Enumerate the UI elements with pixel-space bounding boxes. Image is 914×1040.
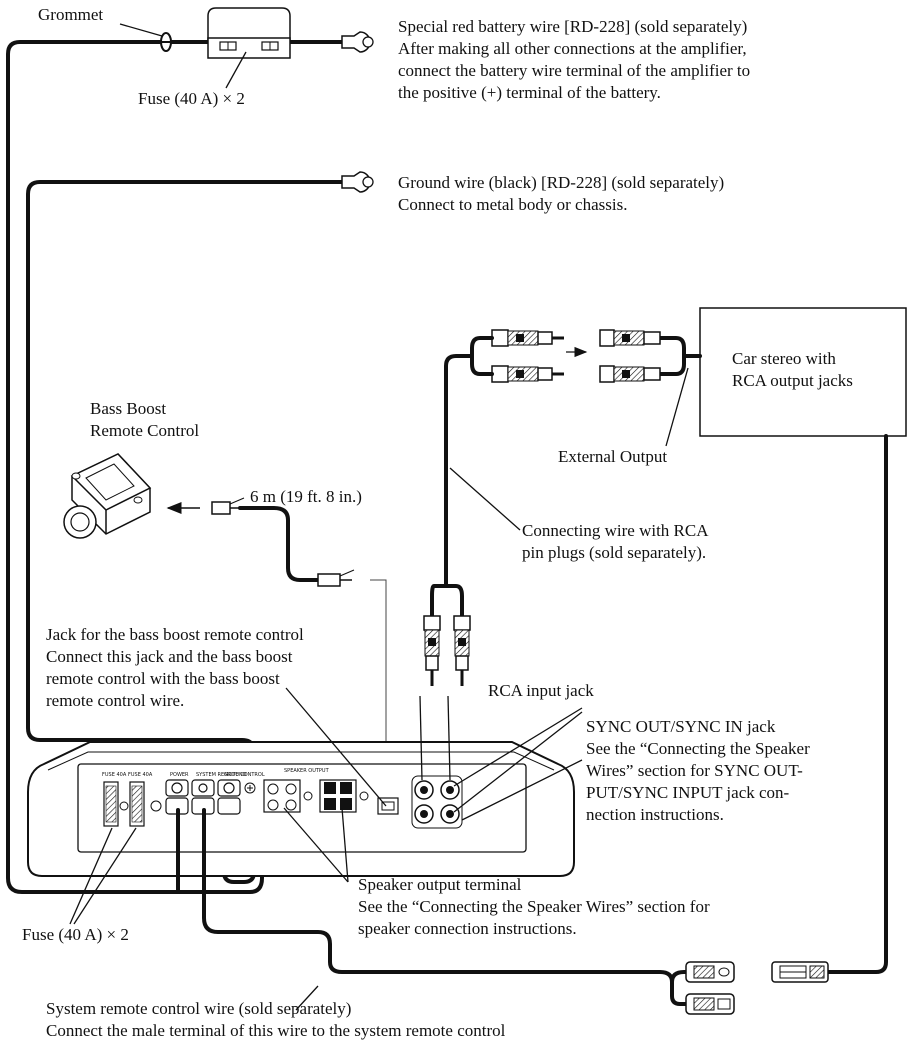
grommet-leader: [119, 23, 163, 37]
system-remote-label-2: Connect the male terminal of this wire t…: [46, 1021, 506, 1040]
rca-input-plugs: [423, 615, 471, 686]
system-remote-wire-branch: [670, 970, 688, 984]
system-remote-connectors: [685, 961, 829, 1015]
fuse-bottom-label: Fuse (40 A) × 2: [22, 925, 129, 944]
rca-wire-label-1: Connecting wire with RCA: [522, 521, 709, 540]
fuse-top-label: Fuse (40 A) × 2: [138, 89, 245, 108]
rca-input-label: RCA input jack: [488, 681, 594, 700]
rca-wire-label-2: pin plugs (sold separately).: [522, 543, 707, 562]
speaker-label-3: speaker connection instructions.: [358, 919, 577, 938]
speaker-leader-1: [283, 807, 349, 883]
grommet: [160, 32, 172, 52]
sync-label-5: nection instructions.: [586, 805, 724, 824]
battery-wire-title: Special red battery wire [RD-228] (sold …: [398, 17, 748, 36]
bass-boost-remote-icon: [63, 453, 152, 539]
external-output-leader: [665, 367, 689, 447]
jack-leader: [285, 687, 387, 807]
rca-connecting-wire: [430, 336, 494, 618]
connecting-wire-rca-plugs: [491, 329, 564, 383]
system-remote-leader: [295, 985, 319, 1011]
car-stereo-remote-wire: [826, 434, 888, 974]
fuse-holder-top: [207, 7, 291, 59]
car-stereo-label-2: RCA output jacks: [732, 371, 853, 390]
car-stereo-label-1: Car stereo with: [732, 349, 836, 368]
amp-speaker-output-label: SPEAKER OUTPUT: [284, 768, 330, 774]
battery-wire: [6, 40, 344, 894]
jack-label-2: Connect this jack and the bass boost: [46, 647, 293, 666]
battery-wire-text-1: After making all other connections at th…: [398, 39, 747, 58]
system-remote-label-1: System remote control wire (sold separat…: [46, 999, 352, 1018]
jack-label-3: remote control with the bass boost: [46, 669, 280, 688]
bass-jack-route: [370, 579, 387, 802]
amp-fuse2-label: FUSE 40A: [128, 772, 153, 778]
amp-fuse1-label: FUSE 40A: [102, 772, 127, 778]
stereo-rca-plugs: [599, 329, 661, 383]
bass-remote-cable: [211, 497, 355, 587]
sync-leader-1: [453, 707, 583, 787]
cable-length-label: 6 m (19 ft. 8 in.): [250, 487, 362, 506]
speaker-leader-2: [341, 807, 349, 883]
sync-label-4: PUT/SYNC INPUT jack con-: [586, 783, 790, 802]
sync-label-3: Wires” section for SYNC OUT-: [586, 761, 803, 780]
fuse-bottom-leader-1: [69, 827, 113, 925]
ground-wire-text: Connect to metal body or chassis.: [398, 195, 628, 214]
amp-system-label: SYSTEM REMOTE CONTROL: [196, 772, 265, 778]
rca-input-leader-2: [447, 695, 451, 781]
battery-wire-text-3: the positive (+) terminal of the battery…: [398, 83, 661, 102]
stereo-rca-cable: [658, 336, 702, 376]
rca-input-leader-1: [419, 695, 423, 781]
speaker-label-2: See the “Connecting the Speaker Wires” s…: [358, 897, 710, 916]
ground-ring-terminal: [341, 171, 374, 193]
fuse-bottom-leader-2: [73, 827, 137, 925]
sync-leader-2: [453, 711, 583, 813]
fuse-top-leader: [225, 51, 247, 89]
sync-label-2: See the “Connecting the Speaker: [586, 739, 810, 758]
sync-label-1: SYNC OUT/SYNC IN jack: [586, 717, 776, 736]
jack-label-1: Jack for the bass boost remote control: [46, 625, 304, 644]
external-output-label: External Output: [558, 447, 668, 466]
bass-boost-label-1: Bass Boost: [90, 399, 167, 418]
rca-wire-leader: [449, 467, 521, 531]
amp-power-label: POWER: [170, 772, 189, 778]
jack-label-4: remote control wire.: [46, 691, 185, 710]
speaker-label-1: Speaker output terminal: [358, 875, 522, 894]
ground-wire-title: Ground wire (black) [RD-228] (sold separ…: [398, 173, 725, 192]
bass-boost-label-2: Remote Control: [90, 421, 200, 440]
system-remote-wire: [202, 808, 688, 1006]
grommet-label: Grommet: [38, 5, 104, 24]
battery-wire-text-2: connect the battery wire terminal of the…: [398, 61, 751, 80]
sync-leader-3: [461, 759, 583, 821]
car-stereo-box: [699, 307, 907, 437]
battery-ring-terminal: [341, 31, 374, 53]
amp-ground-label: GROUND: [224, 772, 247, 778]
amplifier: FUSE 40A FUSE 40A POWER SYSTEM REMOTE CO…: [27, 741, 575, 877]
